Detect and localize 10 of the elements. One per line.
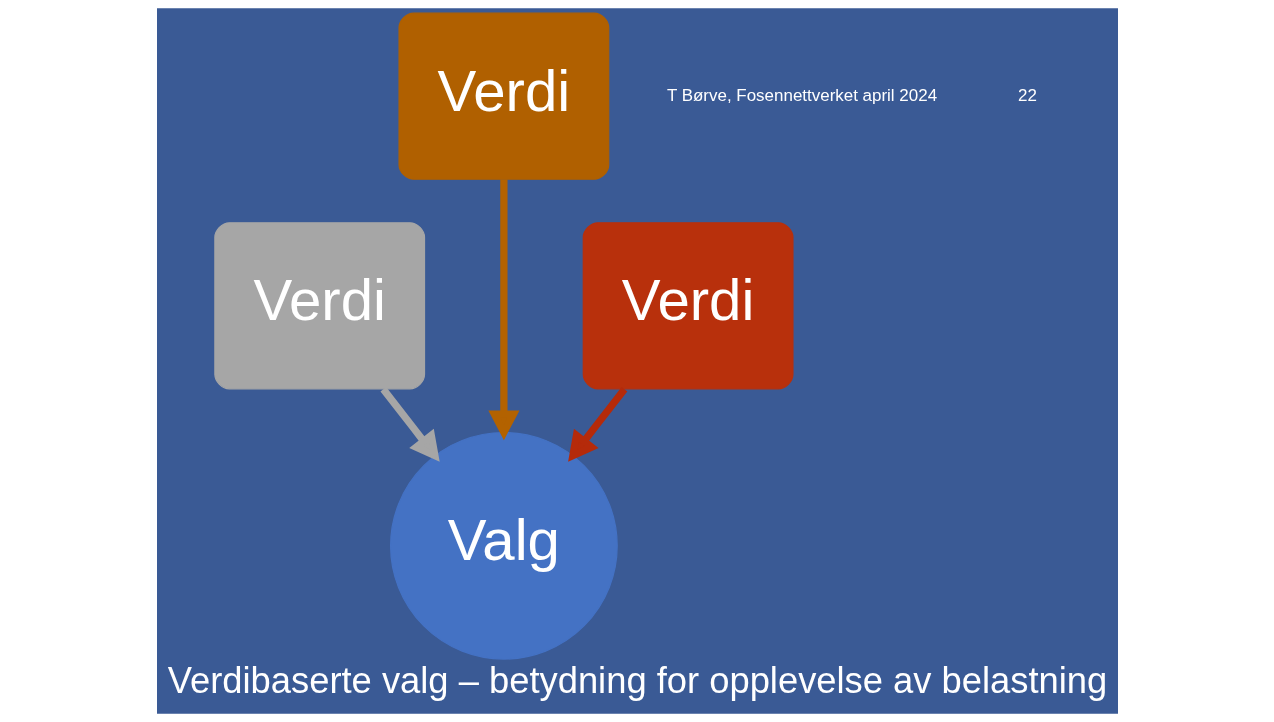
arrow bbox=[487, 179, 519, 441]
node-circle: Valg bbox=[389, 431, 618, 660]
label: T Børve, Fosennettverket april 2024 bbox=[666, 85, 937, 105]
node-box: Verdi bbox=[582, 222, 794, 390]
label: 22 bbox=[1017, 85, 1037, 105]
arrow bbox=[379, 386, 440, 462]
node-box: Verdi bbox=[213, 222, 425, 390]
node-box: Verdi bbox=[397, 12, 609, 180]
caption: Verdibaserte valg – betydning for opplevelse av belastning bbox=[167, 660, 1107, 702]
arrow bbox=[567, 386, 627, 462]
